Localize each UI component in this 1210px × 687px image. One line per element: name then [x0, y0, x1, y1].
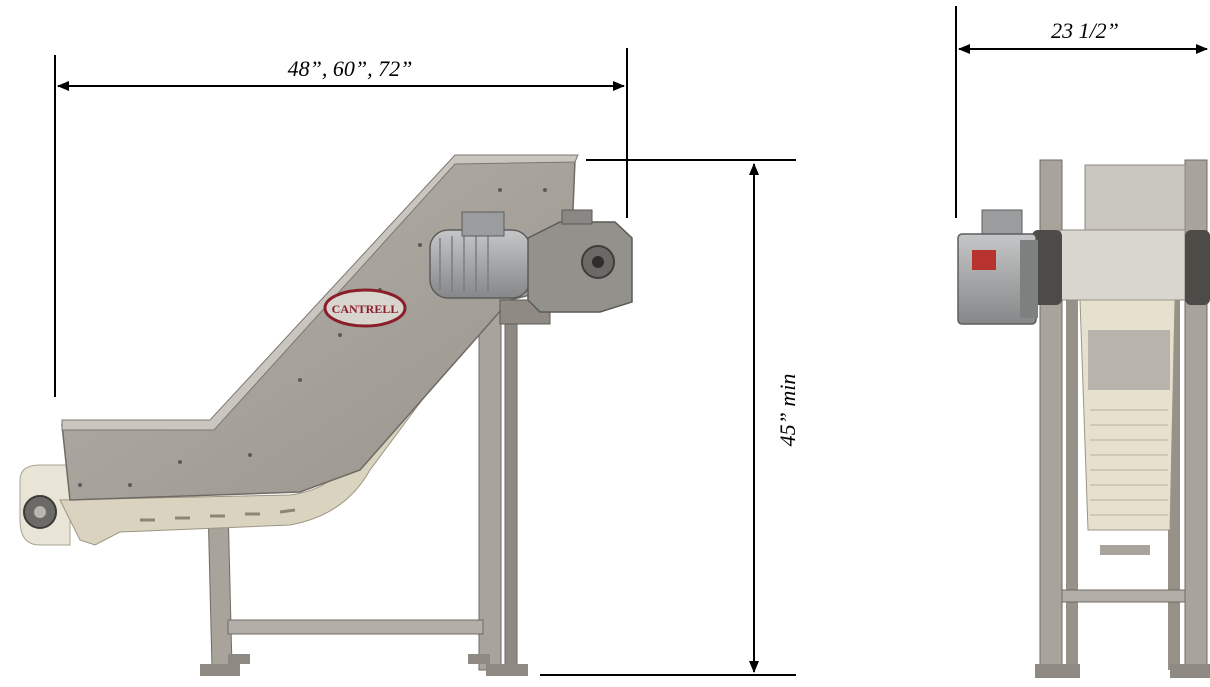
front-feet-left	[1035, 664, 1080, 678]
rear-leg	[478, 304, 502, 671]
brand-logo: CANTRELL	[323, 288, 407, 328]
side-height-label: 45” min	[775, 374, 800, 447]
side-length-label: 48”, 60”, 72”	[288, 56, 413, 81]
motor-rating-plate	[972, 250, 996, 270]
dimension-lines	[54, 6, 1208, 676]
gearbox	[527, 221, 633, 313]
tail-pulley-hub	[34, 506, 46, 518]
trough-top-lip	[61, 154, 579, 431]
rear-leg-back	[504, 309, 518, 671]
return-belt	[59, 289, 496, 546]
front-width-label: 23 1/2”	[1051, 18, 1119, 43]
gearbox-top-cap	[561, 209, 593, 225]
front-belt-top	[1059, 229, 1186, 301]
panel-bolts	[78, 188, 547, 487]
side-view-conveyor: CANTRELL	[19, 154, 633, 676]
front-feet-right	[1170, 664, 1210, 678]
motor-body	[429, 229, 531, 299]
motor-junction-box	[461, 211, 505, 237]
gearbox-shaft-center	[592, 256, 604, 268]
front-belt-window	[1088, 330, 1170, 390]
front-view-conveyor	[957, 159, 1210, 678]
head-roller-housing-right	[1185, 230, 1210, 305]
cross-brace	[227, 619, 484, 635]
hopper-back	[1084, 164, 1186, 236]
front-foot-2	[228, 654, 250, 664]
front-lower-brace	[1061, 589, 1186, 603]
front-leg	[207, 504, 233, 669]
rear-foot	[486, 664, 528, 676]
belt-mesh	[1090, 409, 1168, 516]
front-motor-flange	[1020, 240, 1038, 318]
front-motor-junction	[981, 209, 1023, 237]
head-roller-housing-left	[1032, 230, 1062, 305]
front-mid-brace	[1100, 545, 1150, 555]
rear-foot-2	[468, 654, 490, 664]
front-foot	[200, 664, 240, 676]
motor-fins	[439, 236, 489, 292]
brand-logo-text: CANTRELL	[332, 302, 399, 316]
front-inner-leg-left	[1066, 300, 1078, 670]
